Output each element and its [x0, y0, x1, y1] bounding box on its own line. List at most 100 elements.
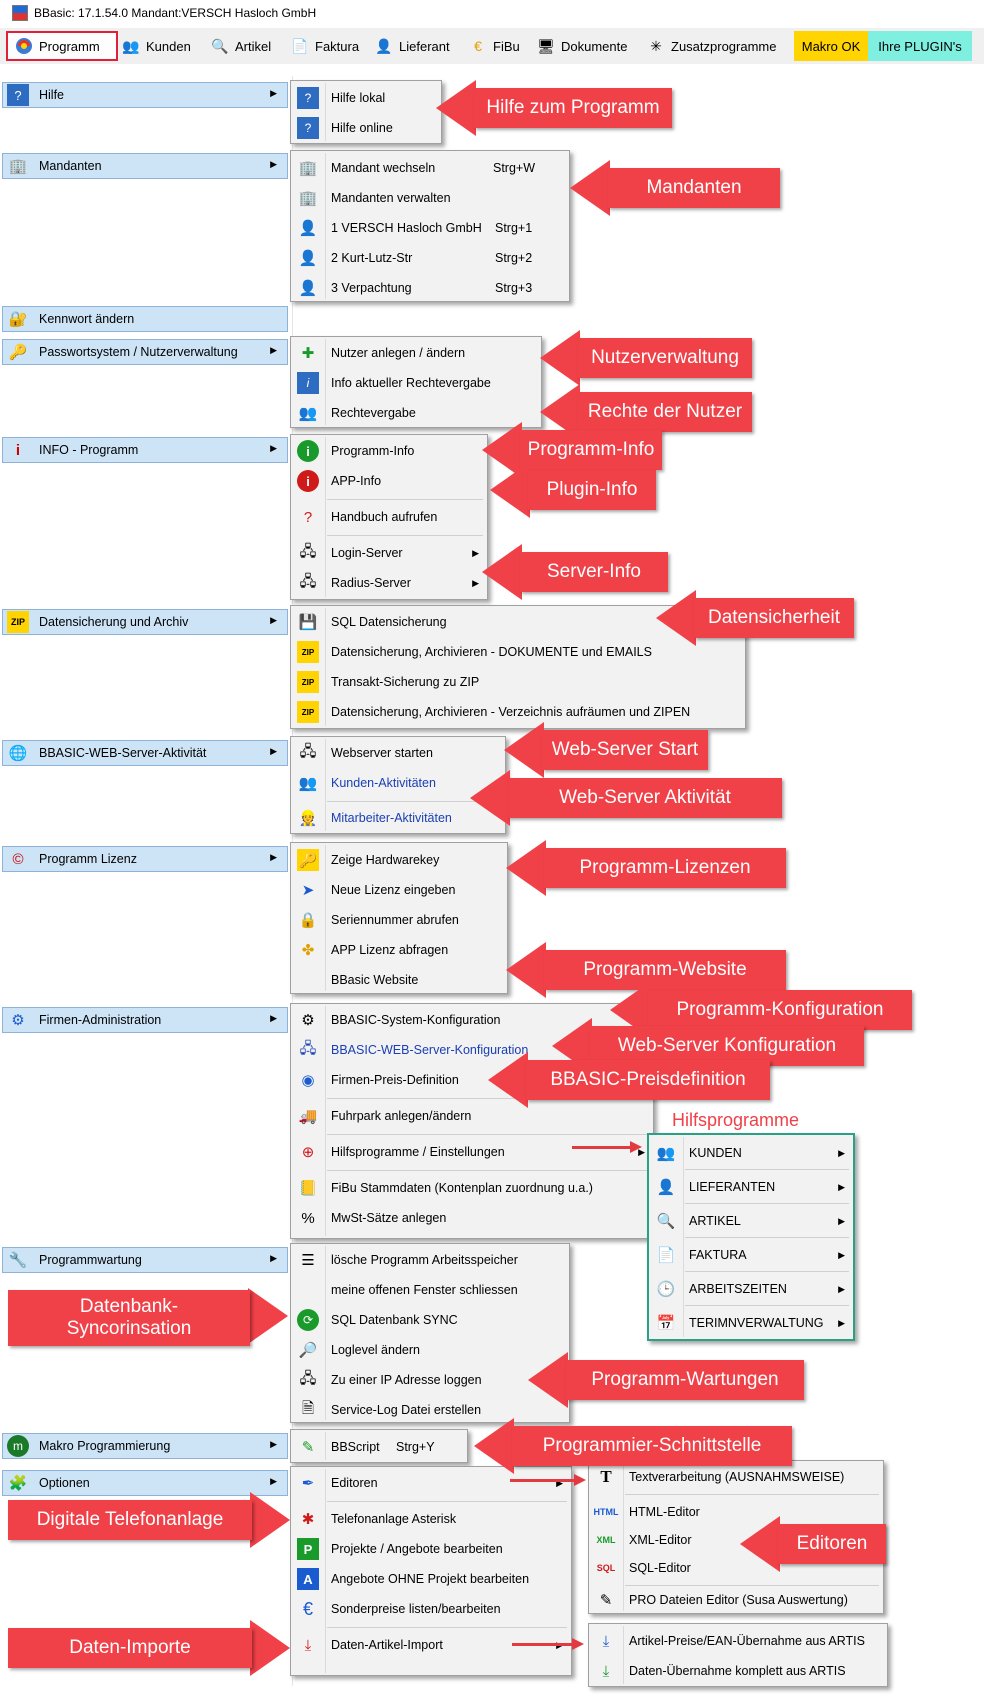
menu-item-telefonanlage[interactable]: ✱Telefonanlage Asterisk: [291, 1505, 571, 1533]
left-item-wartung[interactable]: 🔧Programmwartung▶: [2, 1247, 288, 1273]
menu-fibu[interactable]: €FiBu: [468, 31, 520, 61]
menu-item-sql-sync[interactable]: ⟳SQL Datenbank SYNC: [291, 1306, 569, 1334]
menu-item-login-server[interactable]: 🖧Login-Server▶: [291, 539, 487, 567]
left-item-kennwort[interactable]: 🔐Kennwort ändern: [2, 306, 288, 332]
menu-item-loesche-speicher[interactable]: ☰lösche Programm Arbeitsspeicher: [291, 1246, 569, 1274]
left-item-optionen[interactable]: 🧩Optionen▶: [2, 1470, 288, 1496]
worker-icon: 👷: [298, 810, 318, 827]
left-item-passwortsystem[interactable]: 🔑Passwortsystem / Nutzerverwaltung▶: [2, 339, 288, 365]
menu-plugins[interactable]: Ihre PLUGIN's: [868, 31, 972, 61]
left-item-mandanten[interactable]: 🏢Mandanten▶: [2, 153, 288, 179]
menu-item-mandanten-verwalten[interactable]: 🏢Mandanten verwalten: [291, 184, 569, 212]
menu-item-nutzer-anlegen[interactable]: ✚Nutzer anlegen / ändern: [291, 339, 541, 367]
menu-item-rechtevergabe[interactable]: 👥Rechtevergabe: [291, 399, 541, 427]
menu-item-hp-terminverwaltung[interactable]: 📅TERIMNVERWALTUNG▶: [649, 1309, 853, 1337]
menu-item-hp-arbeitszeiten[interactable]: 🕒ARBEITSZEITEN▶: [649, 1275, 853, 1303]
menu-item-hp-faktura[interactable]: 📄FAKTURA▶: [649, 1241, 853, 1269]
menu-programm[interactable]: Programm: [6, 31, 118, 61]
menu-zusatzprogramme[interactable]: ✳Zusatzprogramme: [646, 31, 776, 61]
callout-rechte: Rechte der Nutzer: [540, 384, 752, 440]
menu-item-label: Editoren: [331, 1476, 378, 1490]
menu-item-label: Seriennummer abrufen: [331, 913, 459, 927]
menu-item-hilfe-lokal[interactable]: ?Hilfe lokal: [291, 84, 441, 112]
menu-item-handbuch[interactable]: ?Handbuch aufrufen: [291, 503, 487, 531]
menu-item-hp-lieferanten[interactable]: 👤LIEFERANTEN▶: [649, 1173, 853, 1201]
menu-item-fibu-stammdaten[interactable]: 📒FiBu Stammdaten (Kontenplan zuordnung u…: [291, 1174, 653, 1202]
menu-item-hilfe-online[interactable]: ?Hilfe online: [291, 114, 441, 142]
menu-item-seriennummer[interactable]: 🔒Seriennummer abrufen: [291, 906, 507, 934]
submenu-arrow-icon: ▶: [270, 345, 277, 355]
left-item-firmen-label: Firmen-Administration: [39, 1013, 162, 1027]
menu-item-app-lizenz[interactable]: ✤APP Lizenz abfragen: [291, 936, 507, 964]
menu-kunden[interactable]: 👥Kunden: [121, 31, 191, 61]
menu-item-sonderpreise[interactable]: €Sonderpreise listen/bearbeiten: [291, 1595, 571, 1623]
menu-item-artis-preise[interactable]: ⤓Artikel-Preise/EAN-Übernahme aus ARTIS: [589, 1627, 887, 1655]
menu-item-fenster-schliessen[interactable]: meine offenen Fenster schliessen: [291, 1276, 569, 1304]
menu-item-service-log[interactable]: 🗎Service-Log Datei erstellen: [291, 1396, 569, 1424]
menu-faktura[interactable]: 📄Faktura: [290, 31, 359, 61]
menu-item-ip-loggen[interactable]: 🖧Zu einer IP Adresse loggen: [291, 1366, 569, 1394]
menu-item-label: Sonderpreise listen/bearbeiten: [331, 1602, 501, 1616]
pen-icon: ✒: [301, 1475, 315, 1492]
menu-item-web-konfig[interactable]: 🖧BBASIC-WEB-Server-Konfiguration: [291, 1036, 653, 1064]
shortcut-label: Strg+2: [495, 251, 533, 265]
menu-item-webserver-starten[interactable]: 🖧Webserver starten: [291, 739, 505, 767]
menu-item-bbasic-website[interactable]: BBasic Website: [291, 966, 507, 994]
submenu-arrow-icon: ▶: [472, 547, 479, 558]
left-item-hilfe[interactable]: ?Hilfe▶: [2, 82, 288, 108]
menu-item-pro-editor[interactable]: ✎PRO Dateien Editor (Susa Auswertung): [589, 1586, 883, 1614]
submenu-arrow-icon: ▶: [270, 159, 277, 169]
person-icon: 👤: [298, 250, 318, 267]
menu-item-hp-kunden[interactable]: 👥KUNDEN▶: [649, 1139, 853, 1167]
menu-item-editoren[interactable]: ✒Editoren▶: [291, 1469, 571, 1497]
menu-item-kunden-aktivitaeten[interactable]: 👥Kunden-Aktivitäten: [291, 769, 505, 797]
menu-item-loglevel[interactable]: 🔎Loglevel ändern: [291, 1336, 569, 1364]
menu-programm-label: Programm: [39, 38, 100, 54]
menu-item-neue-lizenz[interactable]: ➤Neue Lizenz eingeben: [291, 876, 507, 904]
menu-item-fuhrpark[interactable]: 🚚Fuhrpark anlegen/ändern: [291, 1102, 653, 1130]
menu-item-hp-artikel[interactable]: 🔍ARTIKEL▶: [649, 1207, 853, 1235]
menu-item-hardwarekey[interactable]: 🔑Zeige Hardwarekey: [291, 846, 507, 874]
menu-item-system-konfig[interactable]: ⚙BBASIC-System-Konfiguration: [291, 1006, 653, 1034]
lieferant-icon: 👤: [375, 37, 393, 54]
menu-item-hilfsprogramme[interactable]: ⊕Hilfsprogramme / Einstellungen▶: [291, 1138, 653, 1166]
menu-item-artis-komplett[interactable]: ⤓Daten-Übernahme komplett aus ARTIS: [589, 1657, 887, 1685]
menu-artikel[interactable]: 🔍Artikel: [210, 31, 271, 61]
menu-makro-ok[interactable]: Makro OK: [794, 31, 868, 61]
menu-item-mitarbeiter-aktivitaeten[interactable]: 👷Mitarbeiter-Aktivitäten: [291, 804, 505, 832]
menu-item-sql-datensicherung[interactable]: 💾SQL Datensicherung: [291, 608, 745, 636]
left-item-webserver[interactable]: 🌐BBASIC-WEB-Server-Aktivität▶: [2, 740, 288, 766]
menu-lieferant[interactable]: 👤Lieferant: [374, 31, 449, 61]
menu-item-mwst[interactable]: %MwSt-Sätze anlegen: [291, 1204, 653, 1232]
menu-item-label: PRO Dateien Editor (Susa Auswertung): [629, 1593, 848, 1607]
lock-icon: 🔐: [8, 311, 28, 328]
menu-item-radius-server[interactable]: 🖧Radius-Server▶: [291, 569, 487, 597]
menu-item-label: Mandanten verwalten: [331, 191, 451, 205]
menu-item-label: APP Lizenz abfragen: [331, 943, 449, 957]
left-item-firmen[interactable]: ⚙Firmen-Administration▶: [2, 1007, 288, 1033]
left-item-lizenz[interactable]: ©Programm Lizenz▶: [2, 846, 288, 872]
menu-item-preis-definition[interactable]: ◉Firmen-Preis-Definition: [291, 1066, 653, 1094]
menu-dokumente[interactable]: 🖥Dokumente: [536, 31, 627, 61]
menu-item-label: Hilfsprogramme / Einstellungen: [331, 1145, 505, 1159]
